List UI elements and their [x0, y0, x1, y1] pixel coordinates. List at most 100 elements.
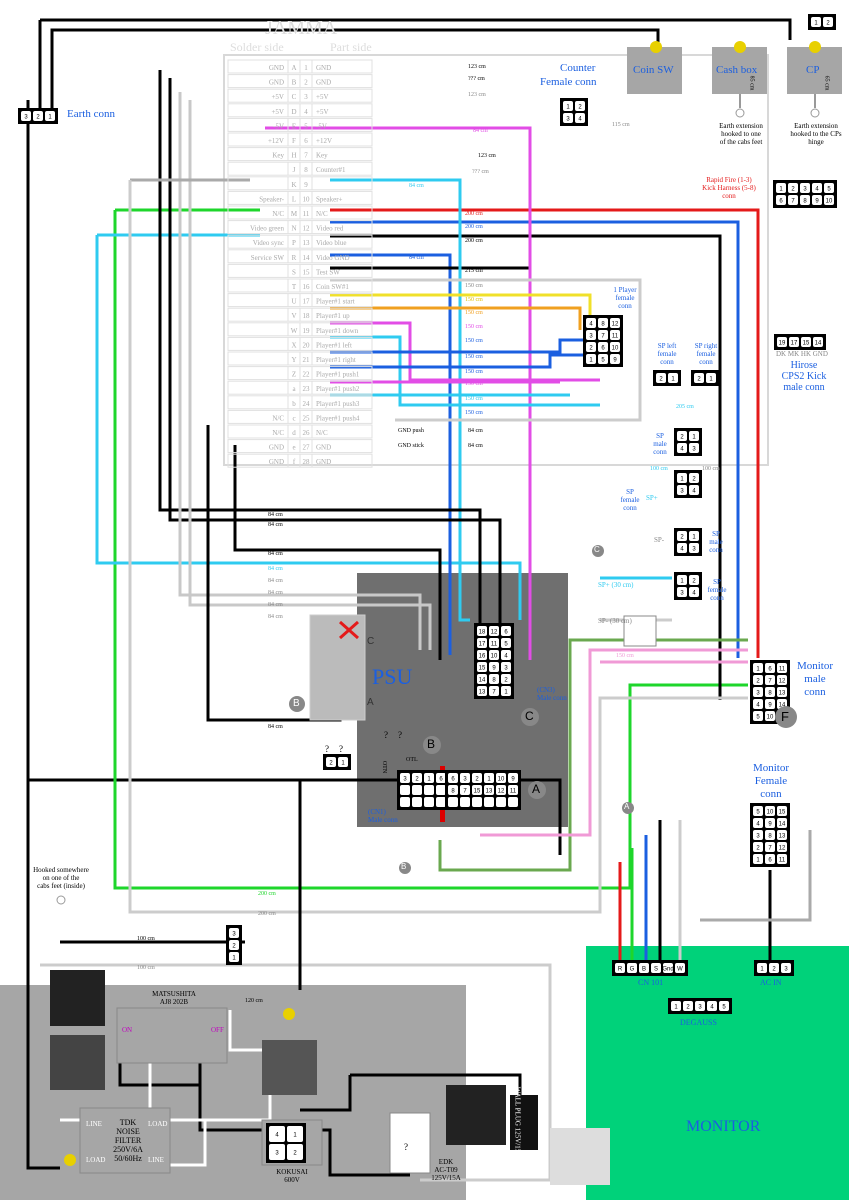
jamma-part-label: -5V — [316, 122, 327, 130]
svg-text:1: 1 — [293, 1133, 297, 1139]
note-table — [623, 615, 657, 647]
svg-text:1: 1 — [341, 761, 345, 767]
svg-text:8: 8 — [803, 199, 807, 205]
wire-black-wallplug1 — [350, 1073, 522, 1100]
svg-text:5: 5 — [722, 1005, 726, 1011]
svg-text:17: 17 — [791, 341, 798, 347]
svg-text:4: 4 — [692, 489, 696, 495]
svg-text:15: 15 — [479, 666, 486, 672]
svg-text:9: 9 — [815, 199, 819, 205]
svg-text:W: W — [677, 967, 683, 973]
jamma-number: 3 — [304, 93, 308, 101]
svg-text:2: 2 — [826, 21, 830, 27]
jamma-letter: A — [291, 64, 296, 72]
wire-black-gnd1 — [158, 70, 482, 650]
jamma-solder-label: N/C — [272, 429, 284, 437]
svg-text:2: 2 — [293, 1151, 297, 1157]
svg-text:14: 14 — [779, 822, 786, 828]
jamma-letter: L — [292, 195, 296, 203]
svg-text:1: 1 — [566, 105, 570, 111]
jamma-part-label: Player#1 up — [316, 312, 350, 320]
svg-text:14: 14 — [479, 678, 486, 684]
svg-text:4: 4 — [756, 822, 760, 828]
svg-text:G: G — [630, 967, 635, 973]
jamma-part-label: Player#1 down — [316, 327, 359, 335]
svg-text:15: 15 — [803, 341, 810, 347]
jamma-number: 9 — [304, 181, 308, 189]
jamma-letter: C — [292, 93, 297, 101]
wire-magenta-12v — [265, 126, 532, 660]
svg-text:6: 6 — [768, 858, 772, 864]
jamma-number: 8 — [304, 166, 308, 174]
svg-text:1: 1 — [756, 667, 760, 673]
jamma-part-label: Video red — [316, 225, 344, 233]
wire-black-kokusai — [300, 1075, 352, 1112]
svg-text:1: 1 — [487, 777, 491, 783]
jamma-number: 21 — [303, 356, 311, 364]
jamma-number: 22 — [303, 371, 311, 379]
svg-text:12: 12 — [612, 322, 619, 328]
jamma-number: 11 — [303, 210, 310, 218]
jamma-number: 20 — [303, 341, 311, 349]
svg-text:11: 11 — [779, 667, 786, 673]
svg-text:2: 2 — [697, 377, 701, 383]
jamma-letter: D — [291, 108, 296, 116]
jamma-letter: J — [293, 166, 296, 174]
jamma-number: 5 — [304, 122, 308, 130]
svg-text:1: 1 — [48, 115, 52, 121]
jamma-number: 28 — [303, 458, 311, 466]
svg-text:2: 2 — [686, 1005, 690, 1011]
svg-text:2: 2 — [692, 477, 696, 483]
cross-icon — [339, 620, 359, 640]
svg-text:2: 2 — [415, 777, 419, 783]
svg-text:2: 2 — [36, 115, 40, 121]
svg-text:1: 1 — [779, 187, 783, 193]
jamma-part-label: Player#1 push2 — [316, 385, 360, 393]
svg-text:3: 3 — [275, 1151, 279, 1157]
svg-text:7: 7 — [601, 334, 605, 340]
svg-text:10: 10 — [767, 810, 774, 816]
jamma-solder-label: Service SW — [251, 254, 285, 262]
svg-text:1: 1 — [692, 535, 696, 541]
ring-terminal-icon — [56, 895, 66, 905]
jamma-number: 6 — [304, 137, 308, 145]
svg-text:1: 1 — [674, 1005, 678, 1011]
jamma-solder-label: Speaker- — [259, 195, 284, 203]
ring-terminal-icon — [735, 108, 745, 118]
svg-text:1: 1 — [709, 377, 713, 383]
cp-box — [787, 47, 842, 94]
svg-text:2: 2 — [772, 967, 776, 973]
svg-text:4: 4 — [680, 447, 684, 453]
svg-text:11: 11 — [510, 789, 517, 795]
wire-black-psu-a — [26, 100, 562, 855]
wire-blue-push2 — [330, 353, 590, 369]
svg-text:2: 2 — [329, 761, 333, 767]
edk-photo — [446, 1085, 506, 1145]
jamma-letter: V — [291, 312, 296, 320]
svg-text:13: 13 — [479, 690, 486, 696]
jamma-number: 16 — [303, 283, 311, 291]
svg-text:2: 2 — [680, 535, 684, 541]
ring-terminal-icon — [810, 108, 820, 118]
svg-text:9: 9 — [768, 703, 772, 709]
jamma-letter: R — [292, 254, 297, 262]
jamma-part-label: Key — [316, 152, 328, 160]
